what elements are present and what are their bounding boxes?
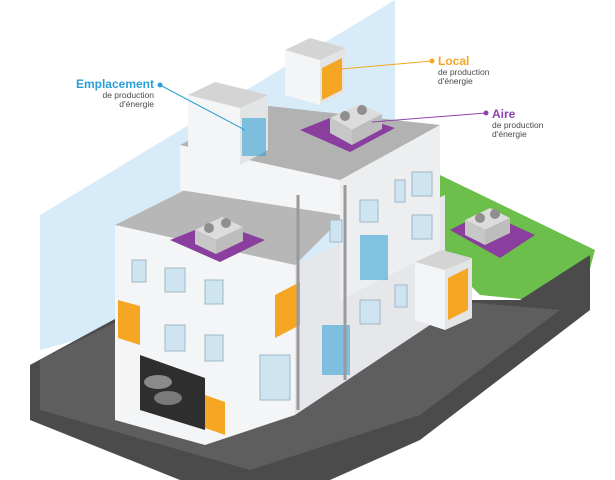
boiler-room-icon [322,58,342,100]
boiler-room-icon [205,395,225,435]
pipes [296,185,347,410]
roof-box-top [285,38,345,60]
annex-front [415,262,445,330]
callout-aire-sub1: de production [492,119,544,130]
leader-local [329,60,433,71]
callout-emplacement: Emplacement de production d'énergie [70,78,154,108]
boiler-room-icon [448,268,468,320]
callout-emplacement-title: Emplacement [75,77,154,91]
roof-box-front [285,50,320,105]
stair-box-front [188,95,240,165]
boiler-room-icon [118,300,140,345]
heat-pump-unit-icon [465,208,510,245]
boiler-room-icon [275,282,300,338]
upper-front-left [180,145,340,215]
leader-aire [371,112,487,123]
heat-pump-unit-icon [195,217,243,254]
callout-local: Local de production d'énergie [438,55,528,85]
leader-local-dot [429,58,435,64]
callout-local-title: Local [438,54,470,68]
callout-local-sub1: de production [438,66,490,77]
leader-emplacement [159,84,246,131]
annex-top [415,250,472,270]
car-icon [144,375,182,405]
stair-box-top [188,82,268,108]
leader-emplacement-dot [157,82,163,88]
leader-aire-dot [483,110,489,116]
callout-aire-sub2: d'énergie [492,128,527,139]
technical-shaft [360,235,388,280]
callout-emplacement-sub2: d'énergie [119,98,154,109]
callout-aire: Aire de production d'énergie [492,108,582,138]
emplacement-equipment-icon [242,118,266,156]
callout-emplacement-sub1: de production [102,89,154,100]
windows [131,171,433,401]
callout-local-sub2: d'énergie [438,75,473,86]
callout-aire-title: Aire [492,107,516,121]
